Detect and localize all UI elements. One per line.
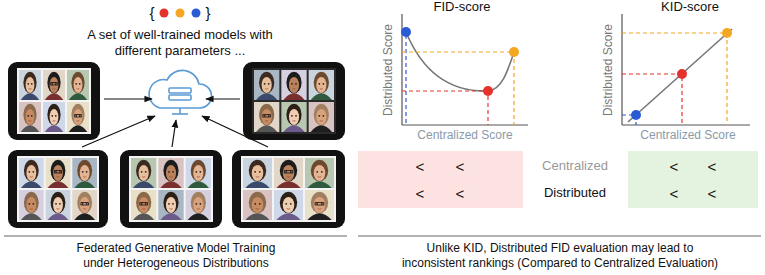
description-text: A set of well-trained models with differ… bbox=[80, 27, 280, 59]
phone bbox=[120, 150, 222, 228]
less-than-sign: < bbox=[670, 186, 679, 201]
phone bbox=[232, 150, 345, 228]
upload-arrows bbox=[82, 99, 268, 147]
distributed-ranking-box: < < < < bbox=[358, 151, 523, 208]
less-than-sign: < bbox=[708, 159, 717, 174]
cloud-server-icon bbox=[149, 70, 211, 114]
model-dots bbox=[160, 9, 201, 18]
axis-label: Distributed Score bbox=[601, 24, 616, 116]
chart-title: KID-score bbox=[661, 0, 719, 15]
phone bbox=[243, 62, 345, 140]
row-label: Distributed bbox=[544, 185, 606, 201]
kid-chart bbox=[622, 14, 750, 125]
less-than-sign: < bbox=[670, 159, 679, 174]
axis-label: Centralized Score bbox=[417, 128, 512, 143]
caption: Unlike KID, Distributed FID evaluation m… bbox=[395, 241, 725, 271]
phone bbox=[8, 62, 100, 140]
caption: Federated Generative Model Training unde… bbox=[61, 241, 291, 271]
phone-illustrations bbox=[8, 62, 345, 228]
section-rules bbox=[4, 235, 761, 237]
phone bbox=[8, 150, 108, 228]
less-than-sign: < bbox=[456, 186, 465, 201]
axis-label: Distributed Score bbox=[381, 24, 396, 116]
axis-label: Centralized Score bbox=[640, 128, 735, 143]
less-than-sign: < bbox=[456, 159, 465, 174]
less-than-sign: < bbox=[708, 186, 717, 201]
row-label: Centralized bbox=[542, 158, 608, 174]
chart-title: FID-score bbox=[433, 0, 490, 15]
less-than-sign: < bbox=[416, 159, 425, 174]
brace: } bbox=[205, 4, 210, 22]
ranking-dots bbox=[358, 151, 758, 208]
consistent-ranking-box: < < < < bbox=[628, 151, 758, 208]
less-than-sign: < bbox=[416, 186, 425, 201]
brace: { bbox=[149, 4, 154, 22]
fid-chart bbox=[401, 14, 528, 125]
